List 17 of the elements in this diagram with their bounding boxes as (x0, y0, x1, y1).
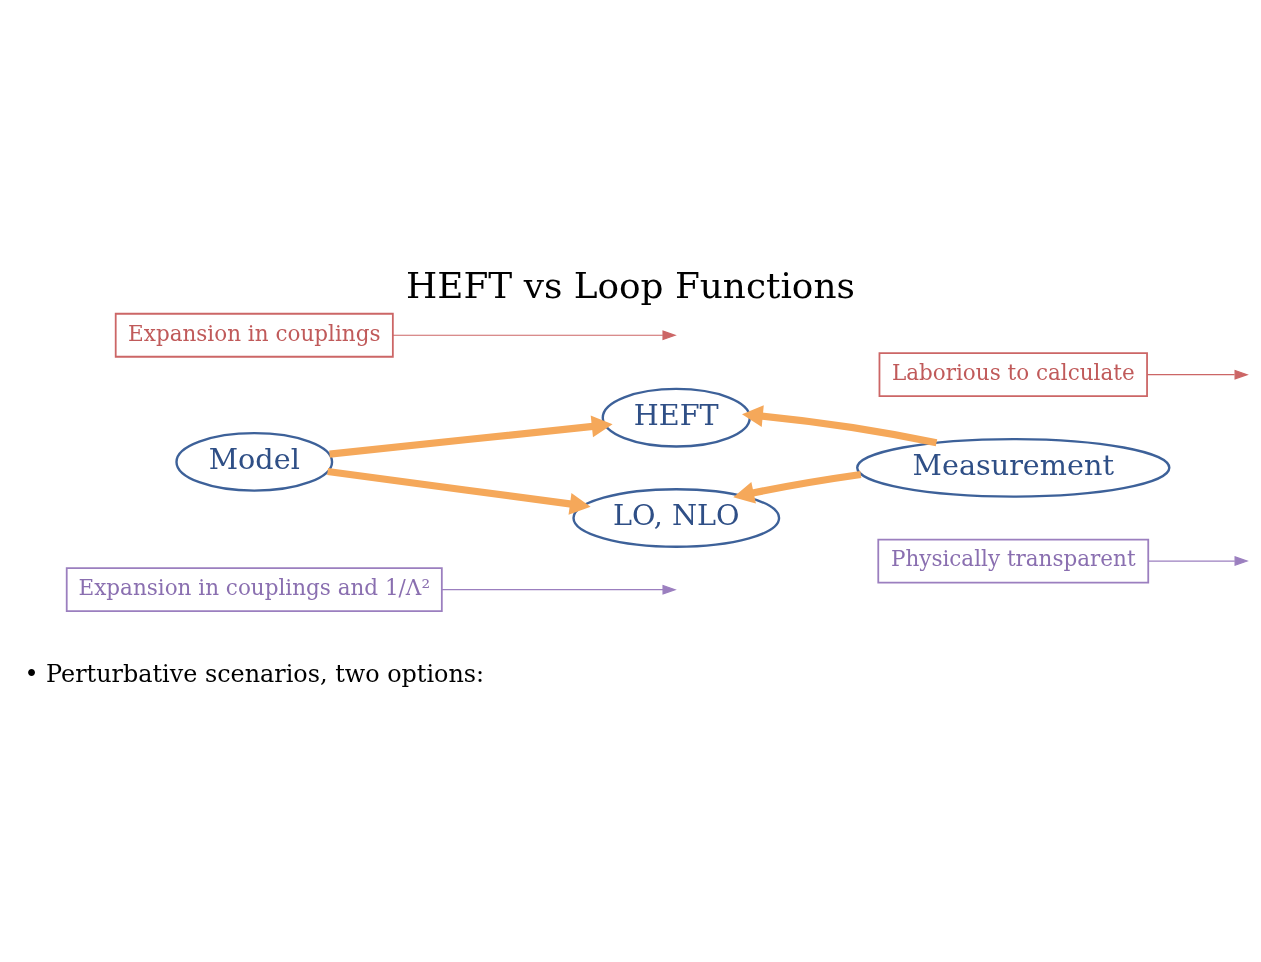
arrow (733, 470, 862, 504)
node-ellipse: Model (175, 431, 334, 492)
arrow (1146, 369, 1249, 380)
diagram-title: HEFT vs Loop Functions (406, 265, 855, 307)
arrow (441, 584, 677, 595)
arrow (1147, 556, 1249, 567)
node-ellipse: LO, NLO (572, 488, 781, 548)
node-box: Laborious to calculate (878, 352, 1148, 398)
node-box: Expansion in couplings (114, 312, 394, 358)
node-box: Physically transparent (877, 538, 1150, 584)
arrow (742, 405, 938, 447)
arrow (327, 468, 591, 515)
node-ellipse: Measurement (856, 437, 1171, 498)
node-box: Expansion in couplings and 1/Λ² (65, 567, 443, 613)
arrow (392, 330, 677, 341)
label: • Perturbative scenarios, two options: (24, 659, 485, 688)
node-ellipse: HEFT (601, 387, 751, 448)
